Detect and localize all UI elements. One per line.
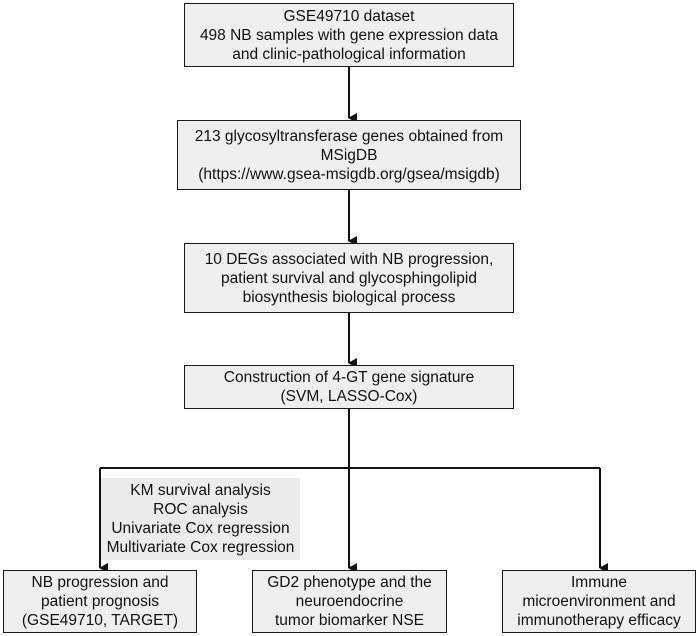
step2-line1: 213 glycosyltransferase genes obtained f… — [194, 127, 504, 145]
outcome-left-line3: (GSE49710, TARGET) — [21, 612, 179, 629]
method-roc: ROC analysis — [153, 501, 248, 518]
step4-line1: Construction of 4-GT gene signature — [223, 369, 475, 386]
step3-line2: patient survival and glycosphingolipid — [221, 269, 477, 287]
step3-degs-box: 10 DEGs associated with NB progression, … — [184, 243, 514, 313]
step1-line2: 498 NB samples with gene expression data — [199, 26, 499, 44]
step1-line1: GSE49710 dataset — [283, 7, 415, 25]
step2-line3: (https://www.gsea-msigdb.org/gsea/msigdb… — [198, 165, 500, 183]
outcome-left-line1: NB progression and — [31, 574, 169, 591]
method-univariate: Univariate Cox regression — [111, 520, 290, 537]
step3-line3: biosynthesis biological process — [242, 288, 456, 306]
methods-note: KM survival analysis ROC analysis Univar… — [101, 478, 300, 560]
outcome-gd2-box: GD2 phenotype and the neuroendocrine tum… — [252, 570, 447, 633]
outcome-middle-line1: GD2 phenotype and the — [267, 574, 432, 591]
outcome-middle-line2: neuroendocrine — [295, 593, 404, 610]
step2-genes-box: 213 glycosyltransferase genes obtained f… — [177, 120, 521, 190]
step4-signature-box: Construction of 4-GT gene signature (SVM… — [184, 365, 514, 409]
outcome-right-line2: microenvironment and — [522, 593, 676, 610]
method-multivariate: Multivariate Cox regression — [106, 539, 295, 556]
outcome-immune-box: Immune microenvironment and immunotherap… — [502, 570, 696, 633]
outcome-prognosis-box: NB progression and patient prognosis (GS… — [3, 570, 197, 633]
outcome-right-line3: immunotherapy efficacy — [517, 612, 681, 629]
outcome-right-line1: Immune — [571, 574, 627, 591]
step1-line3: and clinic-pathological information — [232, 45, 466, 63]
step2-line2: MSigDB — [320, 146, 378, 164]
method-km: KM survival analysis — [130, 482, 271, 499]
outcome-left-line2: patient prognosis — [40, 593, 160, 610]
outcome-middle-line3: tumor biomarker NSE — [274, 612, 424, 629]
step3-line1: 10 DEGs associated with NB progression, — [204, 250, 494, 268]
step4-line2: (SVM, LASSO-Cox) — [280, 388, 418, 405]
step1-dataset-box: GSE49710 dataset 498 NB samples with gen… — [184, 3, 514, 67]
